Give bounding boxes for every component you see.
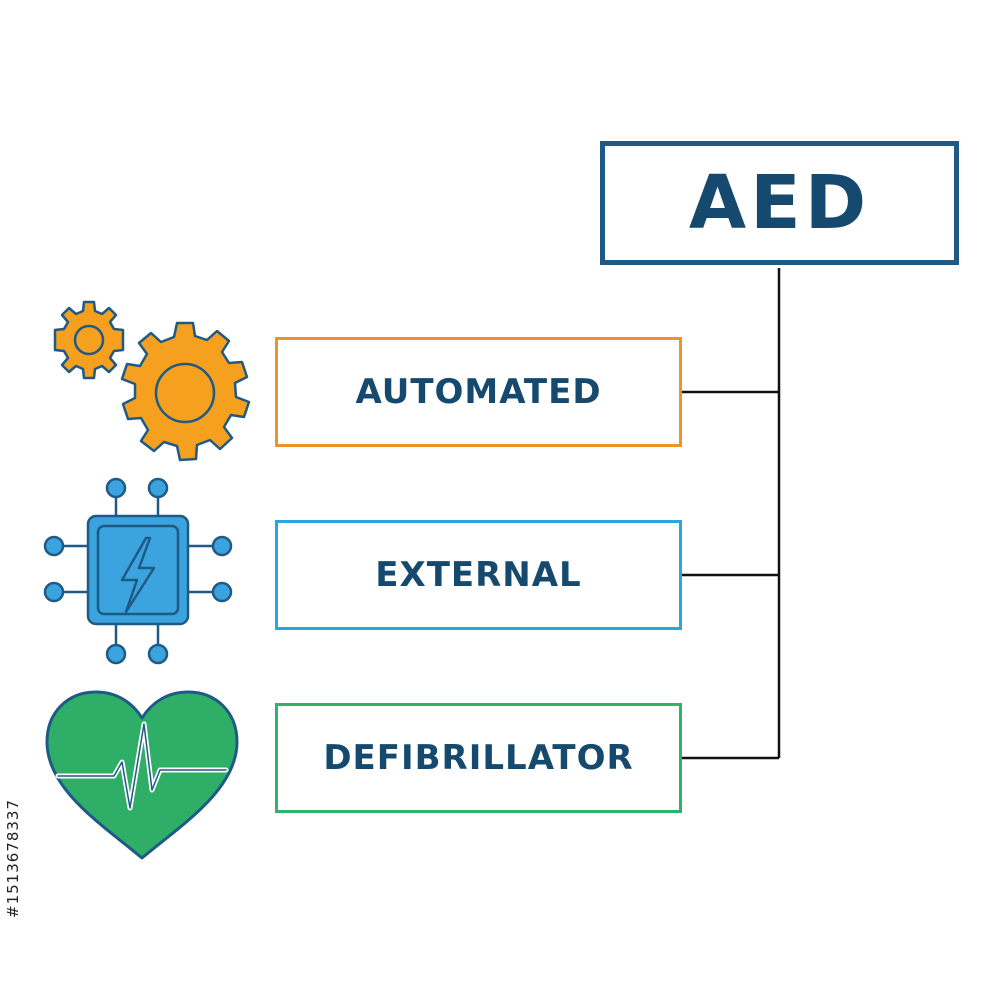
lightning-bolt-icon bbox=[120, 536, 156, 614]
term-box-defibrillator: DEFIBRILLATOR bbox=[275, 703, 682, 813]
term-label-external: EXTERNAL bbox=[375, 555, 582, 595]
title-box: AED bbox=[600, 141, 959, 265]
small-gear-icon bbox=[53, 300, 125, 380]
term-label-automated: AUTOMATED bbox=[355, 372, 602, 412]
term-box-external: EXTERNAL bbox=[275, 520, 682, 630]
large-gear-icon bbox=[120, 321, 251, 462]
heart-pulse-icon bbox=[45, 690, 239, 860]
gears-icon bbox=[53, 300, 251, 462]
term-box-automated: AUTOMATED bbox=[275, 337, 682, 447]
term-label-defibrillator: DEFIBRILLATOR bbox=[323, 738, 634, 778]
title-text: AED bbox=[688, 160, 871, 246]
electric-chip-icon bbox=[43, 477, 233, 665]
stock-id-text: #1513678337 bbox=[4, 798, 22, 918]
